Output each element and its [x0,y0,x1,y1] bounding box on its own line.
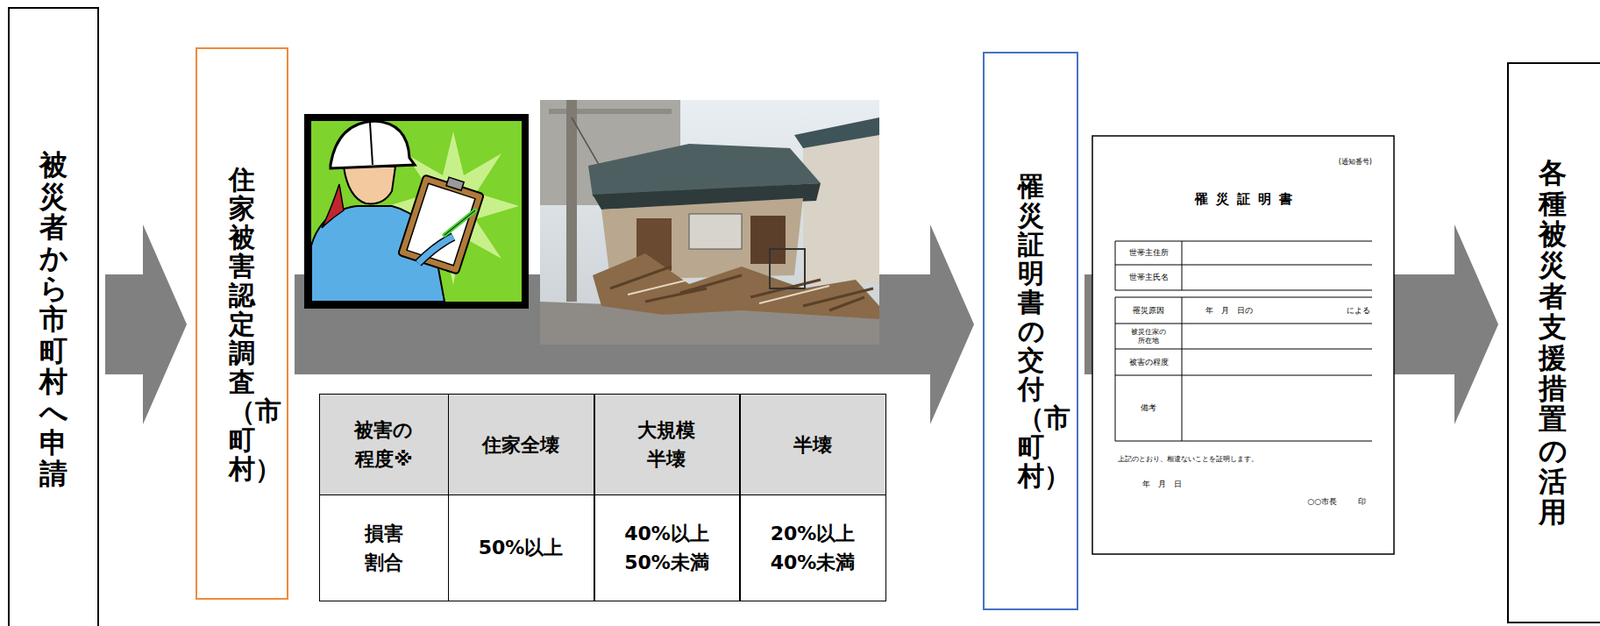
label-text: による [1346,305,1371,316]
table-value-cell: 損害割合 [319,494,449,602]
table-value-cell: 20%以上 40%未満 [739,494,887,602]
form-field: 上記のとおり、相違ないことを証明します。 [1117,452,1373,467]
label-text: 被害の程度※ [353,415,415,474]
table-header-cell: 被害の程度※ [319,393,449,496]
label-text: 備考 [1140,403,1157,413]
inspector-illustration [304,113,529,309]
damaged-house-photo [540,99,880,345]
form-field: 世帯主住所 [1115,241,1182,265]
label-text: 被害の程度 [1129,357,1169,368]
label-text: (通知番号) [1338,157,1373,167]
vertical-step-label: 被災者から市町村へ申請 [39,149,68,490]
vertical-step-label: 各種被災者支援措置の活用 [1538,157,1567,528]
label-text: 損害割合 [362,519,406,577]
label-text: 大規模半壊 [635,415,697,474]
label-text: 世帯主氏名 [1129,272,1169,283]
table-value-cell: 40%以上 50%未満 [594,494,740,602]
label-text: 被災住家の所在地 [1130,327,1167,345]
form-field: 被災住家の所在地 [1115,323,1182,349]
table-header-cell: 大規模半壊 [594,393,740,496]
form-field: ○○市長 [1266,494,1337,509]
label-text: 印 [1358,497,1366,507]
label-text: 罹災原因 [1132,305,1165,316]
label-text: 世帯主住所 [1129,248,1169,258]
label-text: 半壊 [793,430,832,460]
form-field: 年 月 日の [1205,297,1285,324]
process-box: 罹災証明書の交付（市町村） [982,51,1079,611]
form-field: 罹災原因 [1115,297,1182,324]
form-field: 年 月 日 [1142,476,1239,491]
block-arrow [105,224,187,425]
form-field: 備考 [1115,375,1182,441]
form-field: (通知番号) [1310,156,1373,169]
label-text: 年 月 日の [1205,305,1253,316]
table-value-cell: 50%以上 [448,494,595,602]
label-text: 罹災証明書 [1194,191,1301,207]
label-text: ○○市長 [1307,497,1337,507]
form-field: 印 [1351,494,1373,509]
form-field: による [1328,297,1371,324]
vertical-step-label: 罹災証明書の交付（市町村） [1017,171,1045,491]
label-text: 住家全壊 [482,430,560,460]
vertical-step-label: 住家被害認定調査（市町村） [228,164,256,484]
label-text: 50%以上 [478,533,564,562]
label-text: 40%以上 50%未満 [622,519,712,577]
table-header-cell: 半壊 [739,393,887,496]
form-field: 被害の程度 [1115,348,1182,376]
label-text: 20%以上 40%未満 [768,519,857,577]
process-box: 被災者から市町村へ申請 [7,7,100,626]
label-text: 上記のとおり、相違ないことを証明します。 [1117,455,1259,464]
label-text: 年 月 日 [1142,479,1182,490]
form-field: 罹災証明書 [1144,187,1343,211]
process-box: 各種被災者支援措置の活用 [1507,62,1600,624]
process-box: 住家被害認定調査（市町村） [195,47,289,600]
table-header-cell: 住家全壊 [448,393,595,496]
form-field: 世帯主氏名 [1115,264,1182,291]
certificate-document: (通知番号) 罹災証明書世帯主住所世帯主氏名罹災原因 年 月 日の による被災住家の所… [1091,135,1395,555]
